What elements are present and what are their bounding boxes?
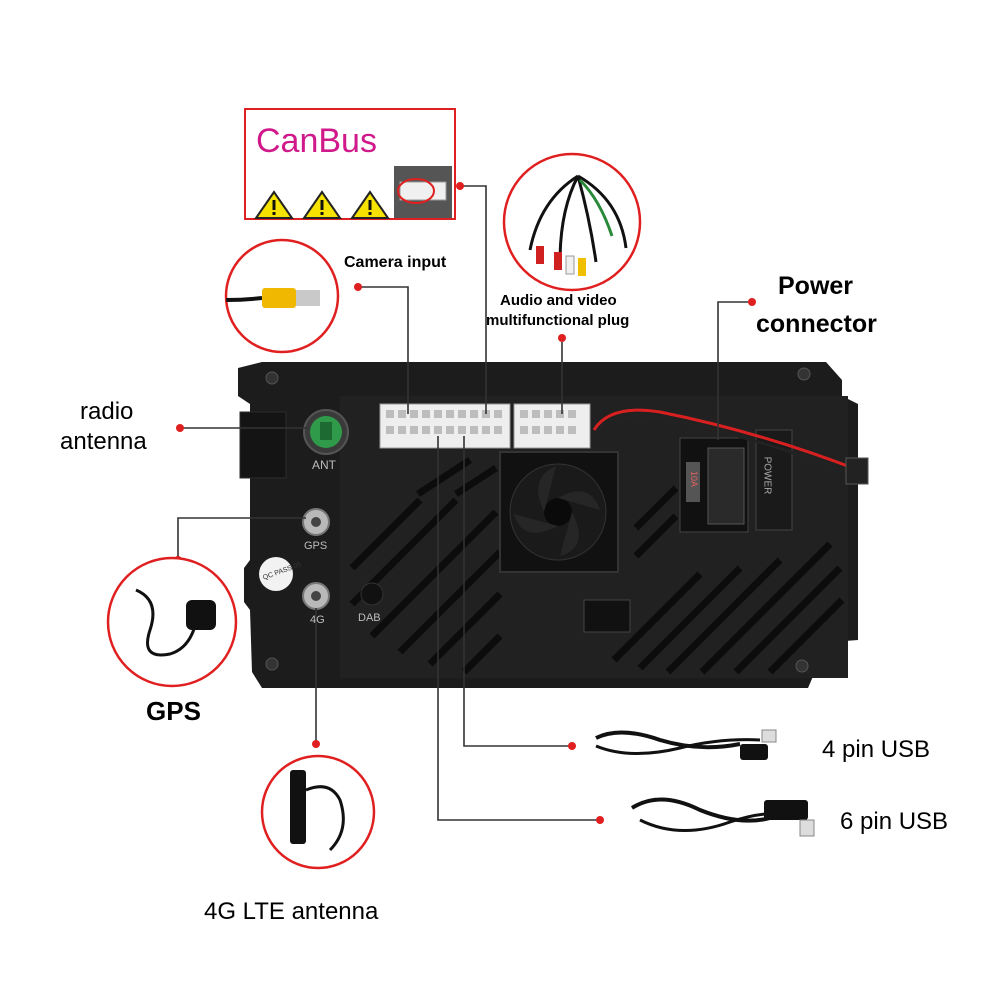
sma-ports [302,508,384,610]
gps-callout [106,556,238,688]
warning-icon [302,190,342,219]
power-label-line1: Power [778,272,854,300]
radio-antenna-label-line1: radio [80,398,134,425]
radio-antenna-label-line2: antenna [60,428,147,455]
ant-marking: ANT [312,458,336,472]
usb6-cable [630,797,815,837]
ant-port [303,409,349,455]
warning-icon [350,190,390,219]
canbus-title: CanBus [256,122,377,160]
av-connector [513,403,591,449]
canbus-icons [254,166,452,219]
audio-video-label-line1: Audio and video [500,292,617,309]
usb4-cable [595,729,777,760]
dab-marking: DAB [358,612,381,624]
camera-canbus-connector [379,403,511,449]
usb6-label: 6 pin USB [840,808,949,835]
usb-header [583,599,631,633]
warning-icon [254,190,294,219]
audio-video-label-line2: multifunctional plug [486,312,630,329]
power-label-line2: connector [756,310,877,338]
lte-marking: 4G [310,614,325,626]
lte-antenna-label: 4G LTE antenna [204,898,379,925]
camera-callout [224,238,340,354]
lte-callout [260,754,376,870]
canbus-box: CanBus [244,108,456,220]
usb4-label: 4 pin USB [822,736,931,763]
power-port-marking: POWER [761,456,773,495]
canbus-connector-thumbnail [394,166,452,218]
gps-label: GPS [146,696,201,726]
fuse-marking: 10A [689,470,700,488]
qc-sticker [259,557,293,591]
camera-input-label: Camera input [344,254,447,271]
cooling-fan [499,451,619,573]
av-plug-callout [502,152,642,292]
gps-marking: GPS [304,540,328,552]
